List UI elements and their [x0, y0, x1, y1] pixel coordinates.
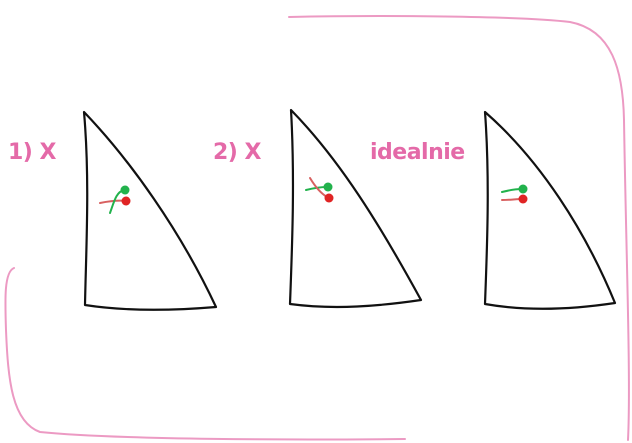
sail-1	[82, 110, 218, 311]
label-ideal: idealnie	[370, 140, 465, 165]
label-option-1: 1) X	[8, 140, 56, 165]
label-option-2: 2) X	[213, 140, 261, 165]
frame-top-right	[288, 15, 630, 441]
green-dot	[120, 185, 130, 195]
red-dot	[121, 196, 131, 206]
red-dot	[324, 193, 334, 203]
green-dot	[323, 182, 333, 192]
sail-3-outline	[483, 110, 617, 310]
sail-2-outline	[288, 108, 423, 309]
sail-3	[483, 110, 617, 310]
pink-frame	[4, 15, 630, 441]
sail-2	[288, 108, 423, 309]
green-dot	[518, 184, 528, 194]
frame-bottom-left	[4, 267, 406, 441]
red-dot	[518, 194, 528, 204]
sail-1-outline	[82, 110, 218, 311]
